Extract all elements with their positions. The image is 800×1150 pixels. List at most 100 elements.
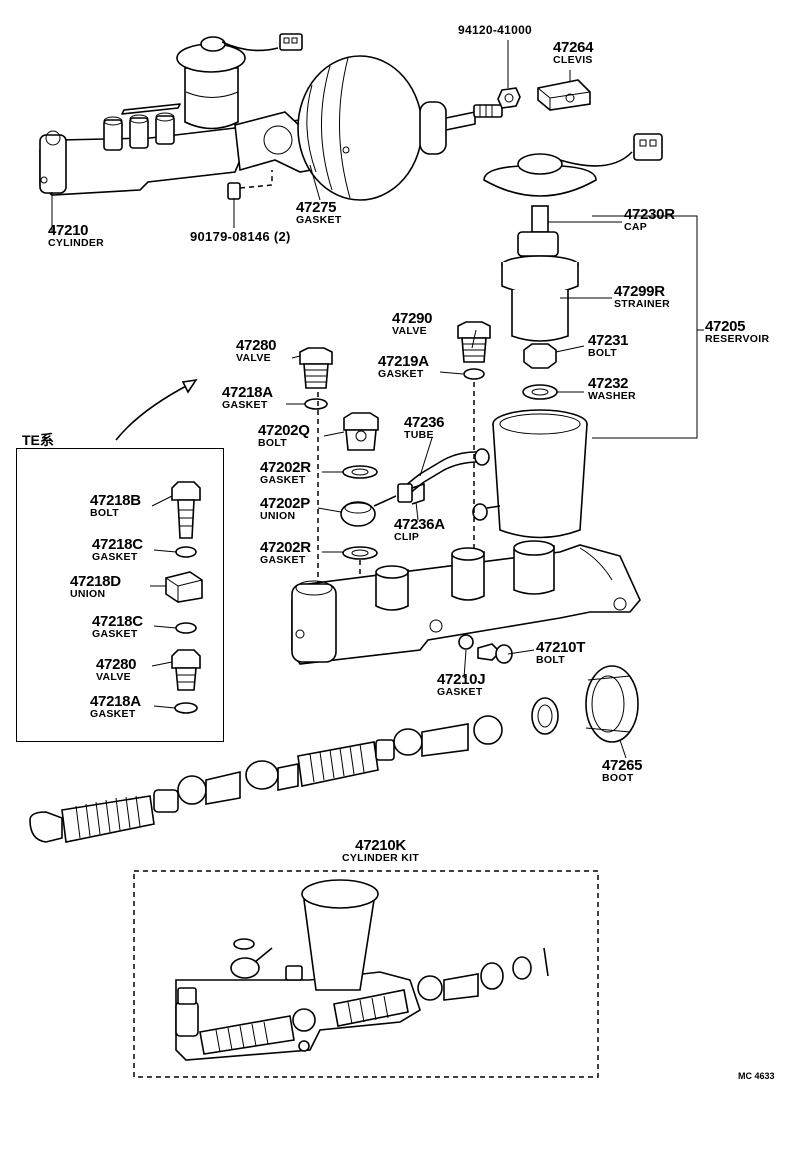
part-number: 47202P xyxy=(260,495,310,512)
part-number: 94120-41000 xyxy=(458,23,533,37)
part-name: GASKET xyxy=(222,399,268,411)
part-name: BOOT xyxy=(602,772,634,784)
part-number: 47210K xyxy=(355,837,406,854)
part-label-47202r-2: 47202R GASKET xyxy=(260,540,311,566)
part-label-47202q: 47202Q BOLT xyxy=(258,423,310,449)
inset-label-47218a: 47218A GASKET xyxy=(90,694,141,720)
leader-lines xyxy=(51,40,627,759)
part-label-47205: 47205 RESERVOIR xyxy=(705,319,769,345)
part-number: 47231 xyxy=(588,332,629,349)
part-name: VALVE xyxy=(96,671,131,683)
part-number: 47264 xyxy=(553,39,594,56)
part-label-47299r: 47299R STRAINER xyxy=(614,284,670,310)
part-name: CYLINDER KIT xyxy=(342,852,420,864)
clevis-drawing xyxy=(537,79,591,111)
part-number: 47218A xyxy=(222,384,273,401)
cylinder-kit-drawing xyxy=(133,870,599,1078)
diagram-code: MC 4633 xyxy=(738,1071,775,1081)
piston-assembly-drawing xyxy=(29,715,503,843)
part-number: 47236A xyxy=(394,516,445,533)
part-number: 47202R xyxy=(260,539,311,556)
part-number: 47236 xyxy=(404,414,445,431)
inset-title: TE系 xyxy=(22,432,54,448)
part-label-47218a: 47218A GASKET xyxy=(222,385,273,411)
part-number: 47219A xyxy=(378,353,429,370)
part-label-47236: 47236 TUBE xyxy=(404,414,445,441)
inset-arrowhead xyxy=(181,378,198,394)
center-fittings-drawing xyxy=(299,321,491,590)
reservoir-exploded-drawing xyxy=(472,133,704,539)
part-label-47236a: 47236A CLIP xyxy=(394,517,445,543)
te-inset-frame xyxy=(16,448,224,742)
assembled-cylinder-drawing xyxy=(39,33,503,201)
part-number: 47218C xyxy=(92,613,143,630)
part-number: 47210T xyxy=(536,639,586,656)
part-label-90179: 90179-08146 (2) xyxy=(190,230,291,243)
part-label-47290: 47290 VALVE xyxy=(392,310,433,337)
inset-arrow xyxy=(115,383,191,441)
part-label-47202r-1: 47202R GASKET xyxy=(260,460,311,486)
part-number: 47210J xyxy=(437,671,486,688)
part-label-47265: 47265 BOOT xyxy=(602,757,643,784)
part-number: 47218D xyxy=(70,573,121,590)
part-label-47230r: 47230R CAP xyxy=(624,207,675,233)
part-number: 47230R xyxy=(624,206,675,223)
part-label-47232: 47232 WASHER xyxy=(588,376,636,402)
part-name: RESERVOIR xyxy=(705,333,770,345)
boot-drawing xyxy=(531,665,639,743)
part-name: GASKET xyxy=(260,474,306,486)
part-number: 47218A xyxy=(90,693,141,710)
part-name: BOLT xyxy=(536,654,565,666)
part-name: STRAINER xyxy=(614,298,671,310)
part-label-47275: 47275 GASKET xyxy=(296,200,342,226)
part-label-47210k: 47210K CYLINDER KIT xyxy=(342,838,419,864)
part-number: 47205 xyxy=(705,318,746,335)
part-name: GASKET xyxy=(90,708,136,720)
part-label-47231: 47231 BOLT xyxy=(588,332,629,359)
part-number: 47299R xyxy=(614,283,665,300)
part-name: VALVE xyxy=(392,325,427,337)
part-name: UNION xyxy=(260,510,296,522)
nut-94120-drawing xyxy=(497,87,521,109)
part-number: 47290 xyxy=(392,310,433,327)
part-number: 47202R xyxy=(260,459,311,476)
part-name: GASKET xyxy=(296,214,342,226)
part-label-47210j: 47210J GASKET xyxy=(437,671,486,698)
part-number: 90179-08146 (2) xyxy=(190,229,291,244)
part-number: 47218C xyxy=(92,536,143,553)
part-name: GASKET xyxy=(92,551,138,563)
part-name: VALVE xyxy=(236,352,271,364)
part-name: CLEVIS xyxy=(553,54,593,66)
part-label-47280: 47280 VALVE xyxy=(236,338,277,364)
part-label-94120: 94120-41000 xyxy=(458,24,532,36)
part-name: BOLT xyxy=(90,507,119,519)
part-label-47219a: 47219A GASKET xyxy=(378,354,429,380)
inset-label-47218c-1: 47218C GASKET xyxy=(92,537,143,563)
part-name: CYLINDER xyxy=(48,237,105,249)
part-label-47264: 47264 CLEVIS xyxy=(553,39,594,66)
part-name: GASKET xyxy=(92,628,138,640)
part-number: 47232 xyxy=(588,375,629,392)
part-number: 47202Q xyxy=(258,422,310,439)
part-name: CLIP xyxy=(394,531,420,543)
part-name: UNION xyxy=(70,588,106,600)
part-name: TUBE xyxy=(404,429,434,441)
part-label-47210t: 47210T BOLT xyxy=(536,640,585,666)
part-number: 47280 xyxy=(96,656,137,673)
part-name: WASHER xyxy=(588,390,636,402)
part-number: 47275 xyxy=(296,199,337,216)
part-label-47202p: 47202P UNION xyxy=(260,496,310,522)
inset-parts-drawing xyxy=(165,481,203,714)
part-name: GASKET xyxy=(437,686,483,698)
part-number: 47265 xyxy=(602,757,643,774)
part-name: BOLT xyxy=(588,347,617,359)
part-name: GASKET xyxy=(378,368,424,380)
inset-label-47280: 47280 VALVE xyxy=(96,656,137,683)
part-number: 47210 xyxy=(48,222,89,239)
part-name: CAP xyxy=(624,221,648,233)
main-cylinder-body-drawing xyxy=(291,540,641,665)
part-name: BOLT xyxy=(258,437,287,449)
inset-label-47218b: 47218B BOLT xyxy=(90,493,141,519)
inset-label-47218c-2: 47218C GASKET xyxy=(92,614,143,640)
